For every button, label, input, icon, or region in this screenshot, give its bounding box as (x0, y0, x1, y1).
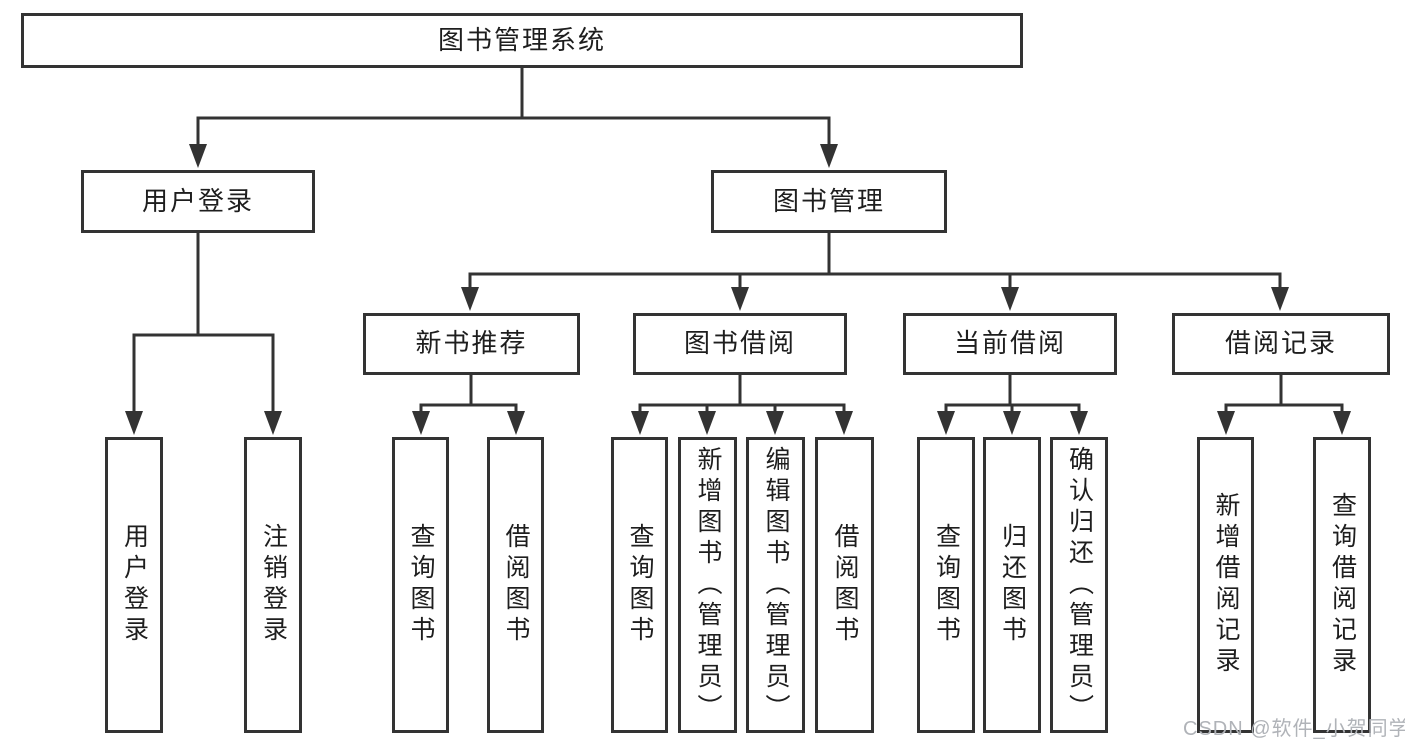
node-book-borrowing: 图书借阅 (633, 313, 847, 375)
connector-user-login-branch (132, 233, 275, 413)
node-book-management: 图书管理 (711, 170, 947, 233)
leaf-query-books-3-label: 查询图书 (932, 523, 961, 647)
node-library-management-system: 图书管理系统 (21, 13, 1023, 68)
leaf-return-book-label: 归还图书 (998, 523, 1027, 647)
arrowhead-leaf-query-books-2 (631, 411, 649, 435)
arrowhead-leaf-confirm-return (1070, 411, 1088, 435)
arrowhead-book-management (820, 144, 838, 168)
leaf-user-login: 用户登录 (105, 437, 163, 733)
leaf-logout: 注销登录 (244, 437, 302, 733)
leaf-query-books-1: 查询图书 (392, 437, 449, 733)
leaf-user-login-label: 用户登录 (120, 523, 149, 647)
leaf-borrow-books-2: 借阅图书 (815, 437, 874, 733)
leaf-edit-book-admin-label: 编辑图书（管理员） (762, 445, 790, 725)
arrowhead-new-book-recommendation (461, 287, 479, 311)
arrowhead-leaf-query-books-1 (412, 411, 430, 435)
connector-new-book-recommendation-branch (419, 375, 518, 413)
leaf-logout-label: 注销登录 (259, 523, 288, 647)
node-borrowing-records: 借阅记录 (1172, 313, 1390, 375)
connector-book-borrowing-branch (638, 375, 846, 413)
connector-level2-rail (196, 116, 831, 146)
leaf-borrow-books-1-label: 借阅图书 (502, 523, 530, 647)
arrowhead-leaf-add-borrow-record (1217, 411, 1235, 435)
leaf-confirm-return-admin: 确认归还（管理员） (1050, 437, 1108, 733)
leaf-query-borrow-record-label: 查询借阅记录 (1328, 492, 1357, 678)
arrowhead-leaf-return-book (1003, 411, 1021, 435)
leaf-add-borrow-record: 新增借阅记录 (1197, 437, 1254, 733)
leaf-query-books-2: 查询图书 (611, 437, 668, 733)
arrowhead-leaf-logout (264, 411, 282, 435)
connector-book-management-branch (468, 233, 1282, 289)
node-current-borrowing: 当前借阅 (903, 313, 1117, 375)
leaf-query-books-2-label: 查询图书 (626, 523, 654, 647)
leaf-query-books-3: 查询图书 (917, 437, 975, 733)
connector-current-borrowing-branch (944, 375, 1081, 413)
leaf-borrow-books-2-label: 借阅图书 (831, 523, 859, 647)
leaf-return-book: 归还图书 (983, 437, 1041, 733)
leaf-add-book-admin-label: 新增图书（管理员） (694, 445, 722, 725)
leaf-edit-book-admin: 编辑图书（管理员） (746, 437, 805, 733)
leaf-add-borrow-record-label: 新增借阅记录 (1212, 492, 1240, 678)
arrowhead-leaf-add-book (698, 411, 716, 435)
arrowhead-leaf-user-login (125, 411, 143, 435)
csdn-watermark: CSDN @软件_小贺同学 (1183, 718, 1405, 740)
connector-borrowing-records-branch (1224, 375, 1344, 413)
arrowhead-leaf-borrow-books-2 (835, 411, 853, 435)
leaf-confirm-return-admin-label: 确认归还（管理员） (1065, 445, 1094, 725)
leaf-query-borrow-record: 查询借阅记录 (1313, 437, 1371, 733)
arrowhead-borrowing-records (1271, 287, 1289, 311)
leaf-add-book-admin: 新增图书（管理员） (678, 437, 737, 733)
node-user-login: 用户登录 (81, 170, 315, 233)
node-new-book-recommendation: 新书推荐 (363, 313, 580, 375)
leaf-query-books-1-label: 查询图书 (407, 523, 435, 647)
arrowhead-user-login (189, 144, 207, 168)
arrowhead-current-borrowing (1001, 287, 1019, 311)
arrowhead-leaf-edit-book (766, 411, 784, 435)
arrowhead-leaf-query-books-3 (937, 411, 955, 435)
leaf-borrow-books-1: 借阅图书 (487, 437, 544, 733)
arrowhead-book-borrowing (731, 287, 749, 311)
arrowhead-leaf-borrow-books-1 (507, 411, 525, 435)
arrowhead-leaf-query-borrow-record (1333, 411, 1351, 435)
